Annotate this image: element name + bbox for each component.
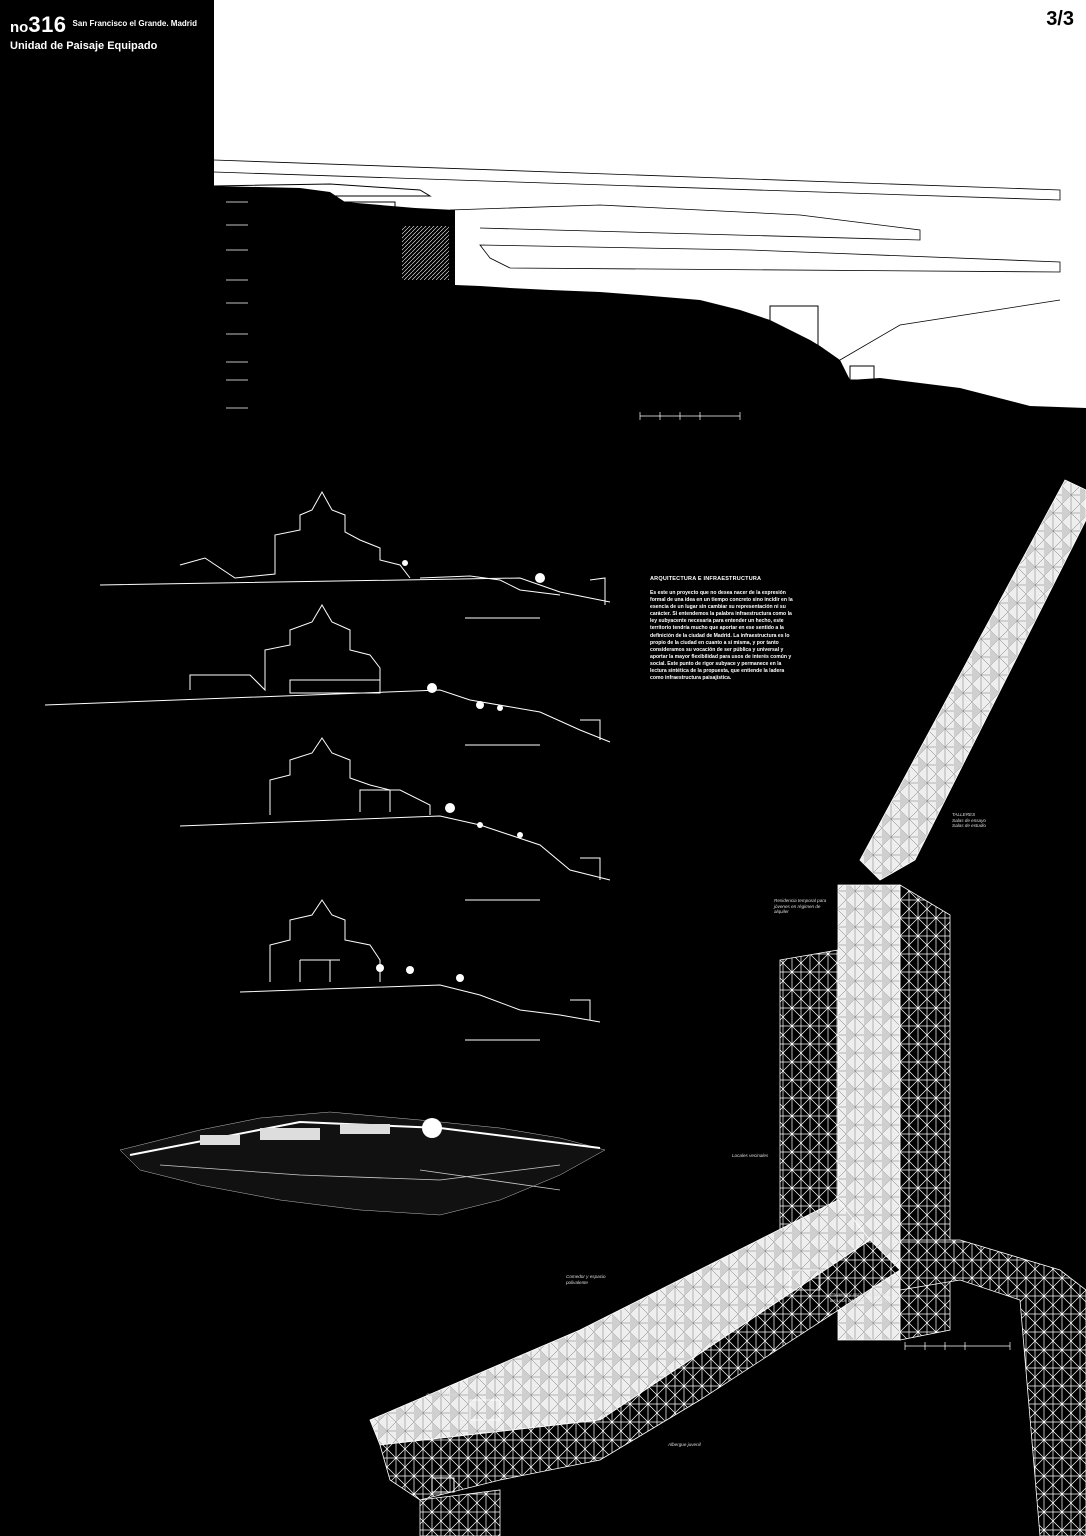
label-escalera: Escalera y ascensor. Sirven a los usos i… xyxy=(830,1292,894,1303)
project-prefix: no xyxy=(10,19,29,36)
project-location: San Francisco el Grande. Madrid xyxy=(72,19,198,28)
project-subtitle: Unidad de Paisaje Equipado xyxy=(10,40,158,52)
description-body: Es este un proyecto que no desea nacer d… xyxy=(650,590,793,682)
description-title: ARQUITECTURA E INFRAESTRUCTURA xyxy=(650,576,762,582)
long-section xyxy=(213,0,1086,420)
label-locales: Locales vecinales xyxy=(732,1153,769,1158)
section-trees xyxy=(376,560,545,982)
label-albergue: Albergue juvenil xyxy=(668,1442,701,1447)
label-residencia: Residencia temporal para jóvenes en régi… xyxy=(774,898,827,915)
label-comedor: Comedor y espacio polivalente xyxy=(566,1274,606,1285)
description-block: ARQUITECTURA E INFRAESTRUCTURA Es este u… xyxy=(650,576,796,682)
project-number: 316 xyxy=(28,12,67,37)
scale-bar-top xyxy=(639,412,741,420)
label-talleres: TALLERES Salas de ensayo Salas de estudi… xyxy=(952,812,986,829)
aerial-view xyxy=(119,1111,606,1216)
scale-bar-plan xyxy=(904,1342,1011,1350)
label-aseos: Aseos públicos xyxy=(426,1392,457,1397)
cross-sections xyxy=(44,490,611,1041)
plan xyxy=(369,479,1086,1536)
page-number: 3/3 xyxy=(1046,8,1074,30)
project-header: no316 San Francisco el Grande. Madrid Uni… xyxy=(10,12,198,52)
